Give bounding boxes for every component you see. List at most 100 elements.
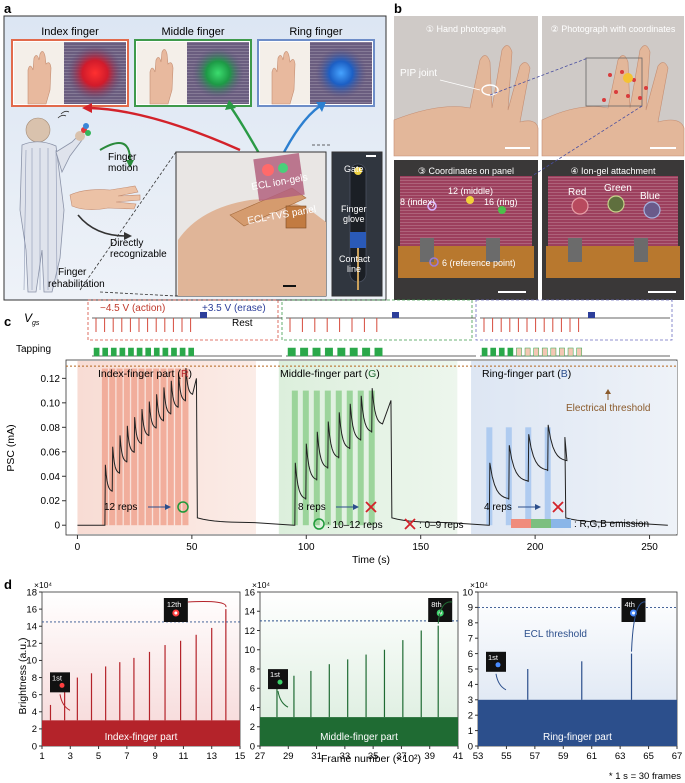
y-tick-label: 10 — [462, 587, 473, 598]
y-tick-label: 8 — [468, 618, 473, 629]
y-tick-label: 0 — [468, 741, 473, 752]
finger-glove-photo: Gate Finger glove Contact line — [331, 151, 383, 297]
coordinates-on-panel-tile: ③ Coordinates on panel 8 (index) 12 (mid… — [394, 160, 538, 300]
y-tick-label: 12 — [244, 626, 255, 637]
tap-pulse — [162, 347, 169, 357]
contact-label: Contact — [339, 254, 371, 264]
y-tick-label: 4 — [468, 680, 473, 691]
finger-label: Finger — [58, 267, 87, 278]
part-label-middle: Middle-finger part (G) — [280, 368, 380, 380]
inset-first-spot — [59, 682, 65, 688]
tap-pulse — [567, 347, 574, 357]
y-tick-label: 5 — [468, 664, 473, 675]
pulse-protocol: Vgs Tapping −4.5 V (action) +3.5 V (eras… — [16, 299, 673, 357]
tap-pulse — [498, 347, 505, 357]
y-tick-label: 0.02 — [41, 496, 61, 507]
inset-first-label: 1st — [52, 673, 63, 682]
y-tick-label: 6 — [468, 649, 473, 660]
hand-icon — [149, 49, 174, 105]
tap-pulse — [576, 347, 583, 357]
photograph-with-coordinates-tile: ② Photograph with coordinates — [541, 16, 685, 157]
tap-pulse — [93, 347, 100, 357]
y-tick-label: 0.12 — [41, 374, 61, 385]
inset-last-core — [174, 611, 178, 615]
tap-pulse — [312, 347, 321, 357]
emission-bar — [357, 390, 364, 526]
red-emission-spot — [67, 45, 123, 101]
arrow-head-icon — [126, 160, 134, 168]
x-tick-label: 3 — [68, 751, 73, 762]
cross-icon — [552, 501, 564, 513]
red-arrow — [89, 106, 241, 152]
y-tick-label: 14 — [26, 622, 37, 633]
tap-pulse — [136, 347, 143, 357]
y-tick-label: 4 — [32, 707, 37, 718]
coord-label-ring: 16 (ring) — [484, 197, 518, 207]
tap-pulse — [119, 347, 126, 357]
inset-last-core — [632, 611, 636, 615]
recognize-arrow — [77, 214, 127, 237]
y-tick-label: 3 — [468, 695, 473, 706]
tap-pulse — [559, 347, 565, 357]
reps-index: 12 reps — [104, 502, 137, 513]
inset-last-arrow — [187, 601, 227, 608]
y-multiplier-label: ×10⁴ — [252, 580, 270, 590]
finger-title-middle: Middle finger — [162, 26, 225, 38]
emission-bar — [160, 368, 167, 526]
y-tick-label: 8 — [250, 664, 255, 675]
y-tick-label: 2 — [468, 711, 473, 722]
x-tick-label: 13 — [206, 751, 217, 762]
legend-blue-swatch — [551, 519, 571, 528]
coord-label-index: 8 (index) — [400, 197, 435, 207]
tap-pulse — [324, 347, 333, 357]
y-tick-label: 18 — [26, 587, 37, 598]
tap-pulse — [102, 347, 109, 357]
y-tick-label: 0 — [250, 741, 255, 752]
baseline-band — [478, 699, 677, 746]
y-tick-label: 1 — [468, 726, 473, 737]
tile-title-4: ④ Ion-gel attachment — [570, 166, 656, 176]
x-tick-label: 29 — [283, 751, 294, 762]
y-tick-label: 0 — [32, 741, 37, 752]
rest-label: Rest — [232, 318, 253, 329]
x-tick-label: 11 — [178, 751, 188, 762]
x-tick-label: 41 — [453, 751, 464, 762]
x-tick-label: 100 — [298, 542, 315, 553]
tap-pulse — [287, 347, 296, 357]
legend-green-swatch — [531, 519, 551, 528]
y-tick-label: 8 — [32, 673, 37, 684]
gel-label-blue: Blue — [640, 191, 660, 202]
tap-pulse — [153, 347, 160, 357]
gel-label-green: Green — [604, 183, 632, 194]
tapping-label: Tapping — [16, 344, 51, 355]
x-tick-label: 55 — [501, 751, 512, 762]
y-tick-label: 14 — [244, 607, 255, 618]
y-tick-label: 12 — [26, 639, 37, 650]
x-tick-label: 33 — [340, 751, 351, 762]
x-tick-label: 1 — [39, 751, 44, 762]
inset-last-label: 12th — [167, 600, 182, 609]
tap-pulse — [516, 347, 522, 357]
inset-first-arrow — [277, 691, 289, 708]
x-tick-label: 27 — [255, 751, 266, 762]
emission-bar — [145, 368, 152, 526]
x-tick-label: 150 — [412, 542, 429, 553]
tap-pulse — [128, 347, 134, 357]
gate-label: Gate — [344, 164, 364, 174]
finger-label-glove: Finger — [341, 204, 367, 214]
erase-pulse — [392, 312, 399, 318]
inset-first-image — [268, 669, 288, 690]
tap-pulse — [110, 347, 117, 357]
glove-label: glove — [343, 214, 365, 224]
inset-first-label: 1st — [270, 670, 281, 679]
hand-icon — [27, 51, 52, 105]
panel-letter-c: c — [4, 314, 11, 329]
tap-pulse — [337, 347, 346, 357]
part-label: Index-finger part — [105, 732, 178, 743]
check-circle-icon — [177, 501, 189, 513]
x-tick-label: 37 — [396, 751, 407, 762]
